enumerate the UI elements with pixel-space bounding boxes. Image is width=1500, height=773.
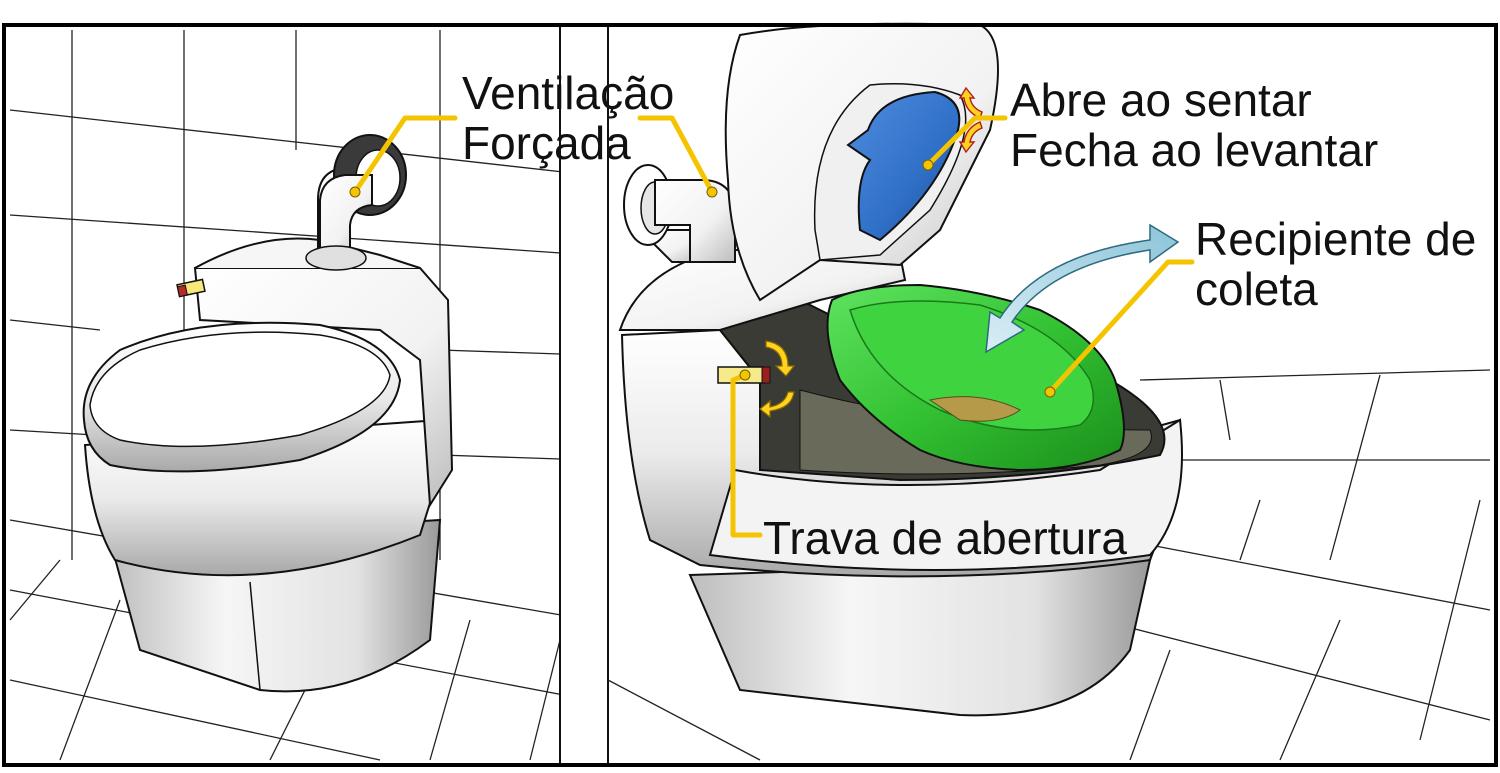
leader-container: [1047, 259, 1195, 395]
label-seat: Abre ao sentar Fecha ao levantar: [1010, 75, 1378, 175]
label-container: Recipiente de coleta: [1195, 214, 1476, 314]
flap-rotate-arrow-icon: [958, 86, 983, 154]
label-ventilation: Ventilação Forçada: [462, 68, 674, 168]
leader-seat: [925, 115, 1008, 168]
label-ventilation-line-1: Ventilação: [462, 67, 675, 119]
leader-latch: [730, 372, 763, 538]
frame: [2, 23, 1498, 767]
label-container-line-2: coleta: [1195, 263, 1318, 315]
label-seat-line-1: Abre ao sentar: [1010, 74, 1312, 126]
leader-lines: [352, 115, 1195, 538]
leader-ventilation-left: [352, 115, 458, 195]
swap-arrow-icon: [985, 223, 1180, 354]
left-toilet: [82, 134, 454, 693]
right-toilet: [618, 22, 1183, 717]
label-seat-line-2: Fecha ao levantar: [1010, 124, 1379, 176]
right-floor-tiles: [607, 369, 1491, 761]
label-latch: Trava de abertura: [763, 512, 1127, 564]
leader-ventilation-right: [637, 115, 715, 195]
label-ventilation-line-2: Forçada: [462, 117, 631, 169]
rotate-arrow-icon: [759, 340, 796, 419]
leader-dots: [349, 159, 1056, 398]
label-container-line-1: Recipiente de: [1195, 213, 1477, 265]
